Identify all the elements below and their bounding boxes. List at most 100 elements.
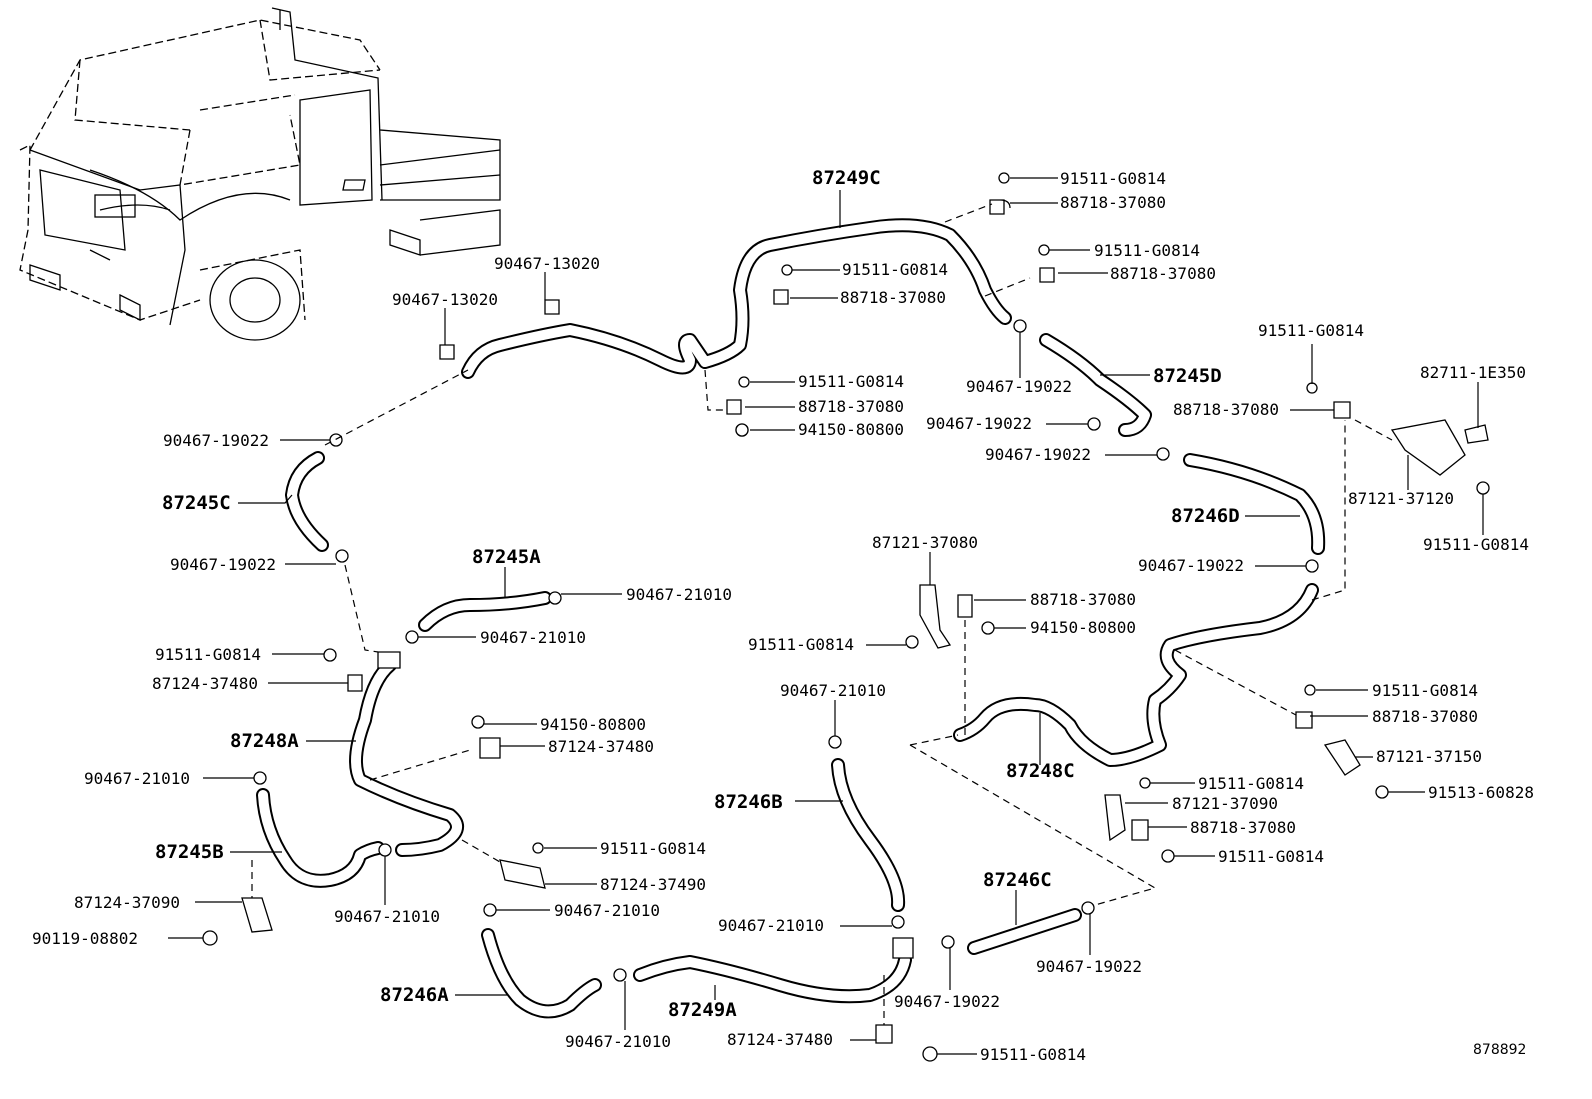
- part-label: 94150-80800: [540, 715, 646, 734]
- part-label: 87246A: [380, 984, 449, 1006]
- part-label: 90467-21010: [480, 628, 586, 647]
- bolt-icon: [1139, 777, 1151, 789]
- bracket-icon: [919, 584, 952, 649]
- clamp-icon: [335, 549, 349, 563]
- part-label: 90467-21010: [84, 769, 190, 788]
- holder-icon: [347, 674, 363, 692]
- holder-icon: [1039, 267, 1055, 283]
- bolt-icon: [323, 648, 337, 662]
- part-label: 94150-80800: [1030, 618, 1136, 637]
- clamp-icon: [548, 591, 562, 605]
- part-label: 87124-37480: [548, 737, 654, 756]
- part-label: 87124-37090: [74, 893, 180, 912]
- part-label: 90119-08802: [32, 929, 138, 948]
- part-label: 87248A: [230, 730, 299, 752]
- clamp-icon: [405, 630, 419, 644]
- routing-lines: [251, 203, 1393, 1025]
- bracket-icon: [1390, 419, 1466, 476]
- clamp-icon: [1013, 319, 1027, 333]
- part-label: 90467-21010: [626, 585, 732, 604]
- bolt-icon: [1161, 849, 1175, 863]
- truck-illustration: [19, 7, 501, 341]
- part-label: 87245B: [155, 841, 224, 863]
- nut-icon: [471, 715, 485, 729]
- clamp-icon: [1081, 901, 1095, 915]
- bolt-icon: [1304, 684, 1316, 696]
- part-label: 87121-37120: [1348, 489, 1454, 508]
- part-label: 88718-37080: [840, 288, 946, 307]
- joint-icon: [377, 651, 401, 669]
- holder-icon: [1131, 819, 1149, 841]
- part-label: 94150-80800: [798, 420, 904, 439]
- fasteners: [202, 172, 1490, 1062]
- part-label: 91511-G0814: [842, 260, 948, 279]
- clamp-icon: [828, 735, 842, 749]
- bolt-icon: [738, 376, 750, 388]
- holder-icon: [957, 594, 973, 618]
- part-label: 90467-21010: [334, 907, 440, 926]
- part-label: 91511-G0814: [600, 839, 706, 858]
- bolt-icon: [781, 264, 793, 276]
- part-label: 87246D: [1171, 505, 1240, 527]
- part-label: 87245C: [162, 492, 231, 514]
- bolt-icon: [532, 842, 544, 854]
- clamp-icon: [329, 433, 343, 447]
- clamp-icon: [378, 843, 392, 857]
- part-label: 87246B: [714, 791, 783, 813]
- part-label: 91511-G0814: [1060, 169, 1166, 188]
- joint-icon: [892, 937, 914, 959]
- part-label: 87121-37150: [1376, 747, 1482, 766]
- bolt-icon: [202, 930, 218, 946]
- clamp-icon: [941, 935, 955, 949]
- holder-icon: [1333, 401, 1351, 419]
- part-label: 87121-37090: [1172, 794, 1278, 813]
- part-label: 90467-19022: [926, 414, 1032, 433]
- part-label: 91513-60828: [1428, 783, 1534, 802]
- part-label: 91511-G0814: [1372, 681, 1478, 700]
- clip-icon: [544, 299, 560, 315]
- part-label: 91511-G0814: [155, 645, 261, 664]
- part-label: 90467-19022: [966, 377, 1072, 396]
- part-label: 82711-1E350: [1420, 363, 1526, 382]
- part-label: 91511-G0814: [1258, 321, 1364, 340]
- part-label: 88718-37080: [1190, 818, 1296, 837]
- part-label: 88718-37080: [1030, 590, 1136, 609]
- part-label: 91511-G0814: [1094, 241, 1200, 260]
- part-label: 88718-37080: [798, 397, 904, 416]
- clamp-icon: [981, 621, 995, 635]
- bolt-icon: [905, 635, 919, 649]
- part-label: 90467-19022: [170, 555, 276, 574]
- bolt-icon: [1476, 481, 1490, 495]
- part-label: 90467-19022: [163, 431, 269, 450]
- part-label: 87246C: [983, 869, 1052, 891]
- part-label: 87121-37080: [872, 533, 978, 552]
- part-label: 88718-37080: [1372, 707, 1478, 726]
- clip-icon: [439, 344, 455, 360]
- part-label: 91511-G0814: [798, 372, 904, 391]
- part-label: 88718-37080: [1173, 400, 1279, 419]
- part-label: 91511-G0814: [1423, 535, 1529, 554]
- part-label: 90467-21010: [554, 901, 660, 920]
- leader-lines: [168, 177, 1484, 1055]
- clamp-icon: [891, 915, 905, 929]
- hoses: [256, 218, 1326, 1019]
- part-label: 91511-G0814: [980, 1045, 1086, 1064]
- part-label: 90467-21010: [780, 681, 886, 700]
- part-label: 87124-37480: [152, 674, 258, 693]
- bracket-icon: [1323, 739, 1361, 776]
- part-label: 90467-21010: [718, 916, 824, 935]
- part-label: 88718-37080: [1060, 193, 1166, 212]
- bolt-icon: [1038, 244, 1050, 256]
- part-label: 87124-37490: [600, 875, 706, 894]
- bolt-icon: [1375, 785, 1389, 799]
- holder-icon: [479, 737, 501, 759]
- bolt-icon: [922, 1046, 938, 1062]
- clamp-icon: [1305, 559, 1319, 573]
- holder-icon: [1295, 711, 1313, 729]
- part-label: 90467-19022: [1036, 957, 1142, 976]
- bracket-icon: [499, 859, 546, 889]
- part-label: 87245D: [1153, 365, 1222, 387]
- part-label: 90467-13020: [392, 290, 498, 309]
